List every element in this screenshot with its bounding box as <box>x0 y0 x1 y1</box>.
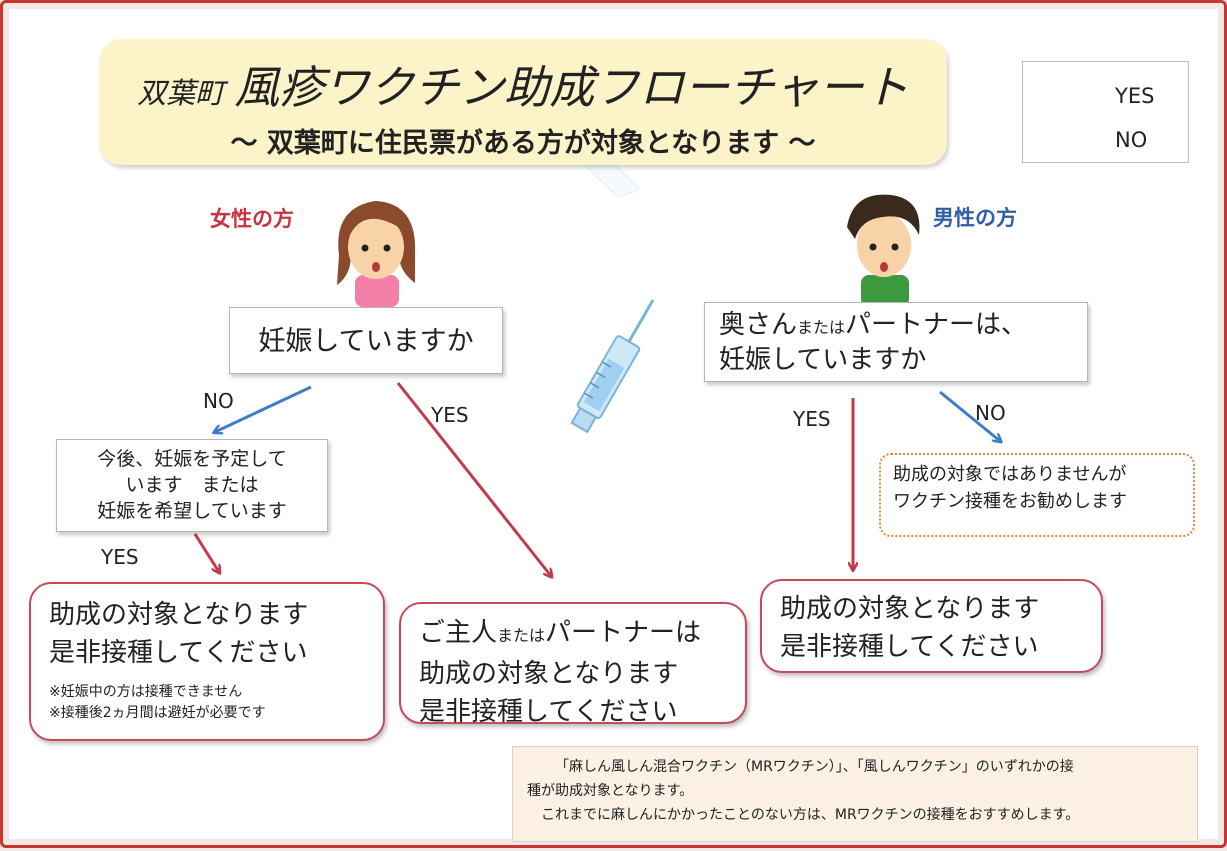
result-text: ご主人 <box>419 618 498 648</box>
legend: YES NO <box>1022 61 1189 163</box>
result-line: 是非接種してください <box>419 697 678 727</box>
plan-question-line: 今後、妊娠を予定して <box>97 448 287 470</box>
question-text: パートナーは、 <box>845 310 1028 340</box>
result-text-small: または <box>497 626 546 645</box>
plan-question-box: 今後、妊娠を予定して います または 妊娠を希望しています <box>56 439 328 532</box>
question-text: 奥さん <box>719 310 798 340</box>
female-no-arrow <box>215 385 312 432</box>
plan-question-line: います または <box>125 474 259 496</box>
no-result-line: ワクチン接種をお勧めします <box>893 491 1127 512</box>
plan-question-line: 妊娠を希望しています <box>97 500 287 522</box>
male-result-box: 助成の対象となります 是非接種してください <box>760 579 1103 673</box>
page-title: 風疹ワクチン助成フローチャート <box>234 61 909 114</box>
partner-result-box: ご主人またはパートナーは 助成の対象となります 是非接種してください <box>399 602 747 727</box>
result-note: ※接種後2ヵ月間は避妊が必要です <box>49 705 266 721</box>
legend-yes-label: YES <box>1115 84 1155 108</box>
male-character-illustration <box>847 194 920 307</box>
result-line: 助成の対象となります <box>49 600 309 630</box>
female-question-box: 妊娠していますか <box>229 307 503 374</box>
plan-yes-label: YES <box>101 545 139 569</box>
male-question-line: 奥さんまたはパートナーは、 <box>719 309 1087 344</box>
female-yes-label: YES <box>431 403 469 427</box>
diagram-graphics <box>193 3 1227 851</box>
male-label: 男性の方 <box>933 206 1017 230</box>
result-line: 助成の対象となります <box>780 594 1040 624</box>
no-result-line: 助成の対象ではありませんが <box>893 464 1127 485</box>
note-line: 種が助成対象となります。 <box>527 783 694 799</box>
note-line: これまでに麻しんにかかったことのない方は、MRワクチンの接種をおすすめします。 <box>541 807 1080 823</box>
female-character-illustration <box>337 201 416 307</box>
result-line: 是非接種してください <box>49 638 308 668</box>
result-line: 是非接種してください <box>780 632 1039 662</box>
male-question-line: 妊娠していますか <box>719 345 927 375</box>
male-question-box: 奥さんまたはパートナーは、 妊娠していますか <box>704 302 1088 382</box>
vaccine-note-box: 「麻しん風しん混合ワクチン（MRワクチン）」、「風しんワクチン」のいずれかの接 … <box>512 746 1198 842</box>
legend-no-label: NO <box>1115 128 1148 152</box>
female-yes-arrow <box>396 382 551 576</box>
result-line: 助成の対象となります <box>419 659 679 689</box>
question-text-small: または <box>797 318 846 337</box>
male-no-label: NO <box>975 401 1006 425</box>
female-result-box: 助成の対象となります 是非接種してください ※妊娠中の方は接種できません ※接種… <box>29 582 385 741</box>
plan-yes-arrow <box>193 533 219 572</box>
result-note: ※妊娠中の方は接種できません <box>49 684 243 700</box>
male-yes-label: YES <box>793 407 831 431</box>
female-no-label: NO <box>203 389 234 413</box>
title-banner: 双葉町風疹ワクチン助成フローチャート ～ 双葉町に住民票がある方が対象となります… <box>99 39 947 165</box>
male-no-arrow <box>939 390 1000 441</box>
page-subtitle: ～ 双葉町に住民票がある方が対象となります ～ <box>230 128 816 159</box>
female-label: 女性の方 <box>210 207 294 231</box>
result-text: パートナーは <box>545 618 702 648</box>
result-line: ご主人またはパートナーは <box>419 614 745 655</box>
note-line: 「麻しん風しん混合ワクチン（MRワクチン）」、「風しんワクチン」のいずれかの接 <box>555 759 1074 775</box>
syringe-illustration <box>570 143 655 434</box>
title-town: 双葉町 <box>137 76 225 110</box>
male-no-result-box: 助成の対象ではありませんが ワクチン接種をお勧めします <box>879 453 1195 537</box>
